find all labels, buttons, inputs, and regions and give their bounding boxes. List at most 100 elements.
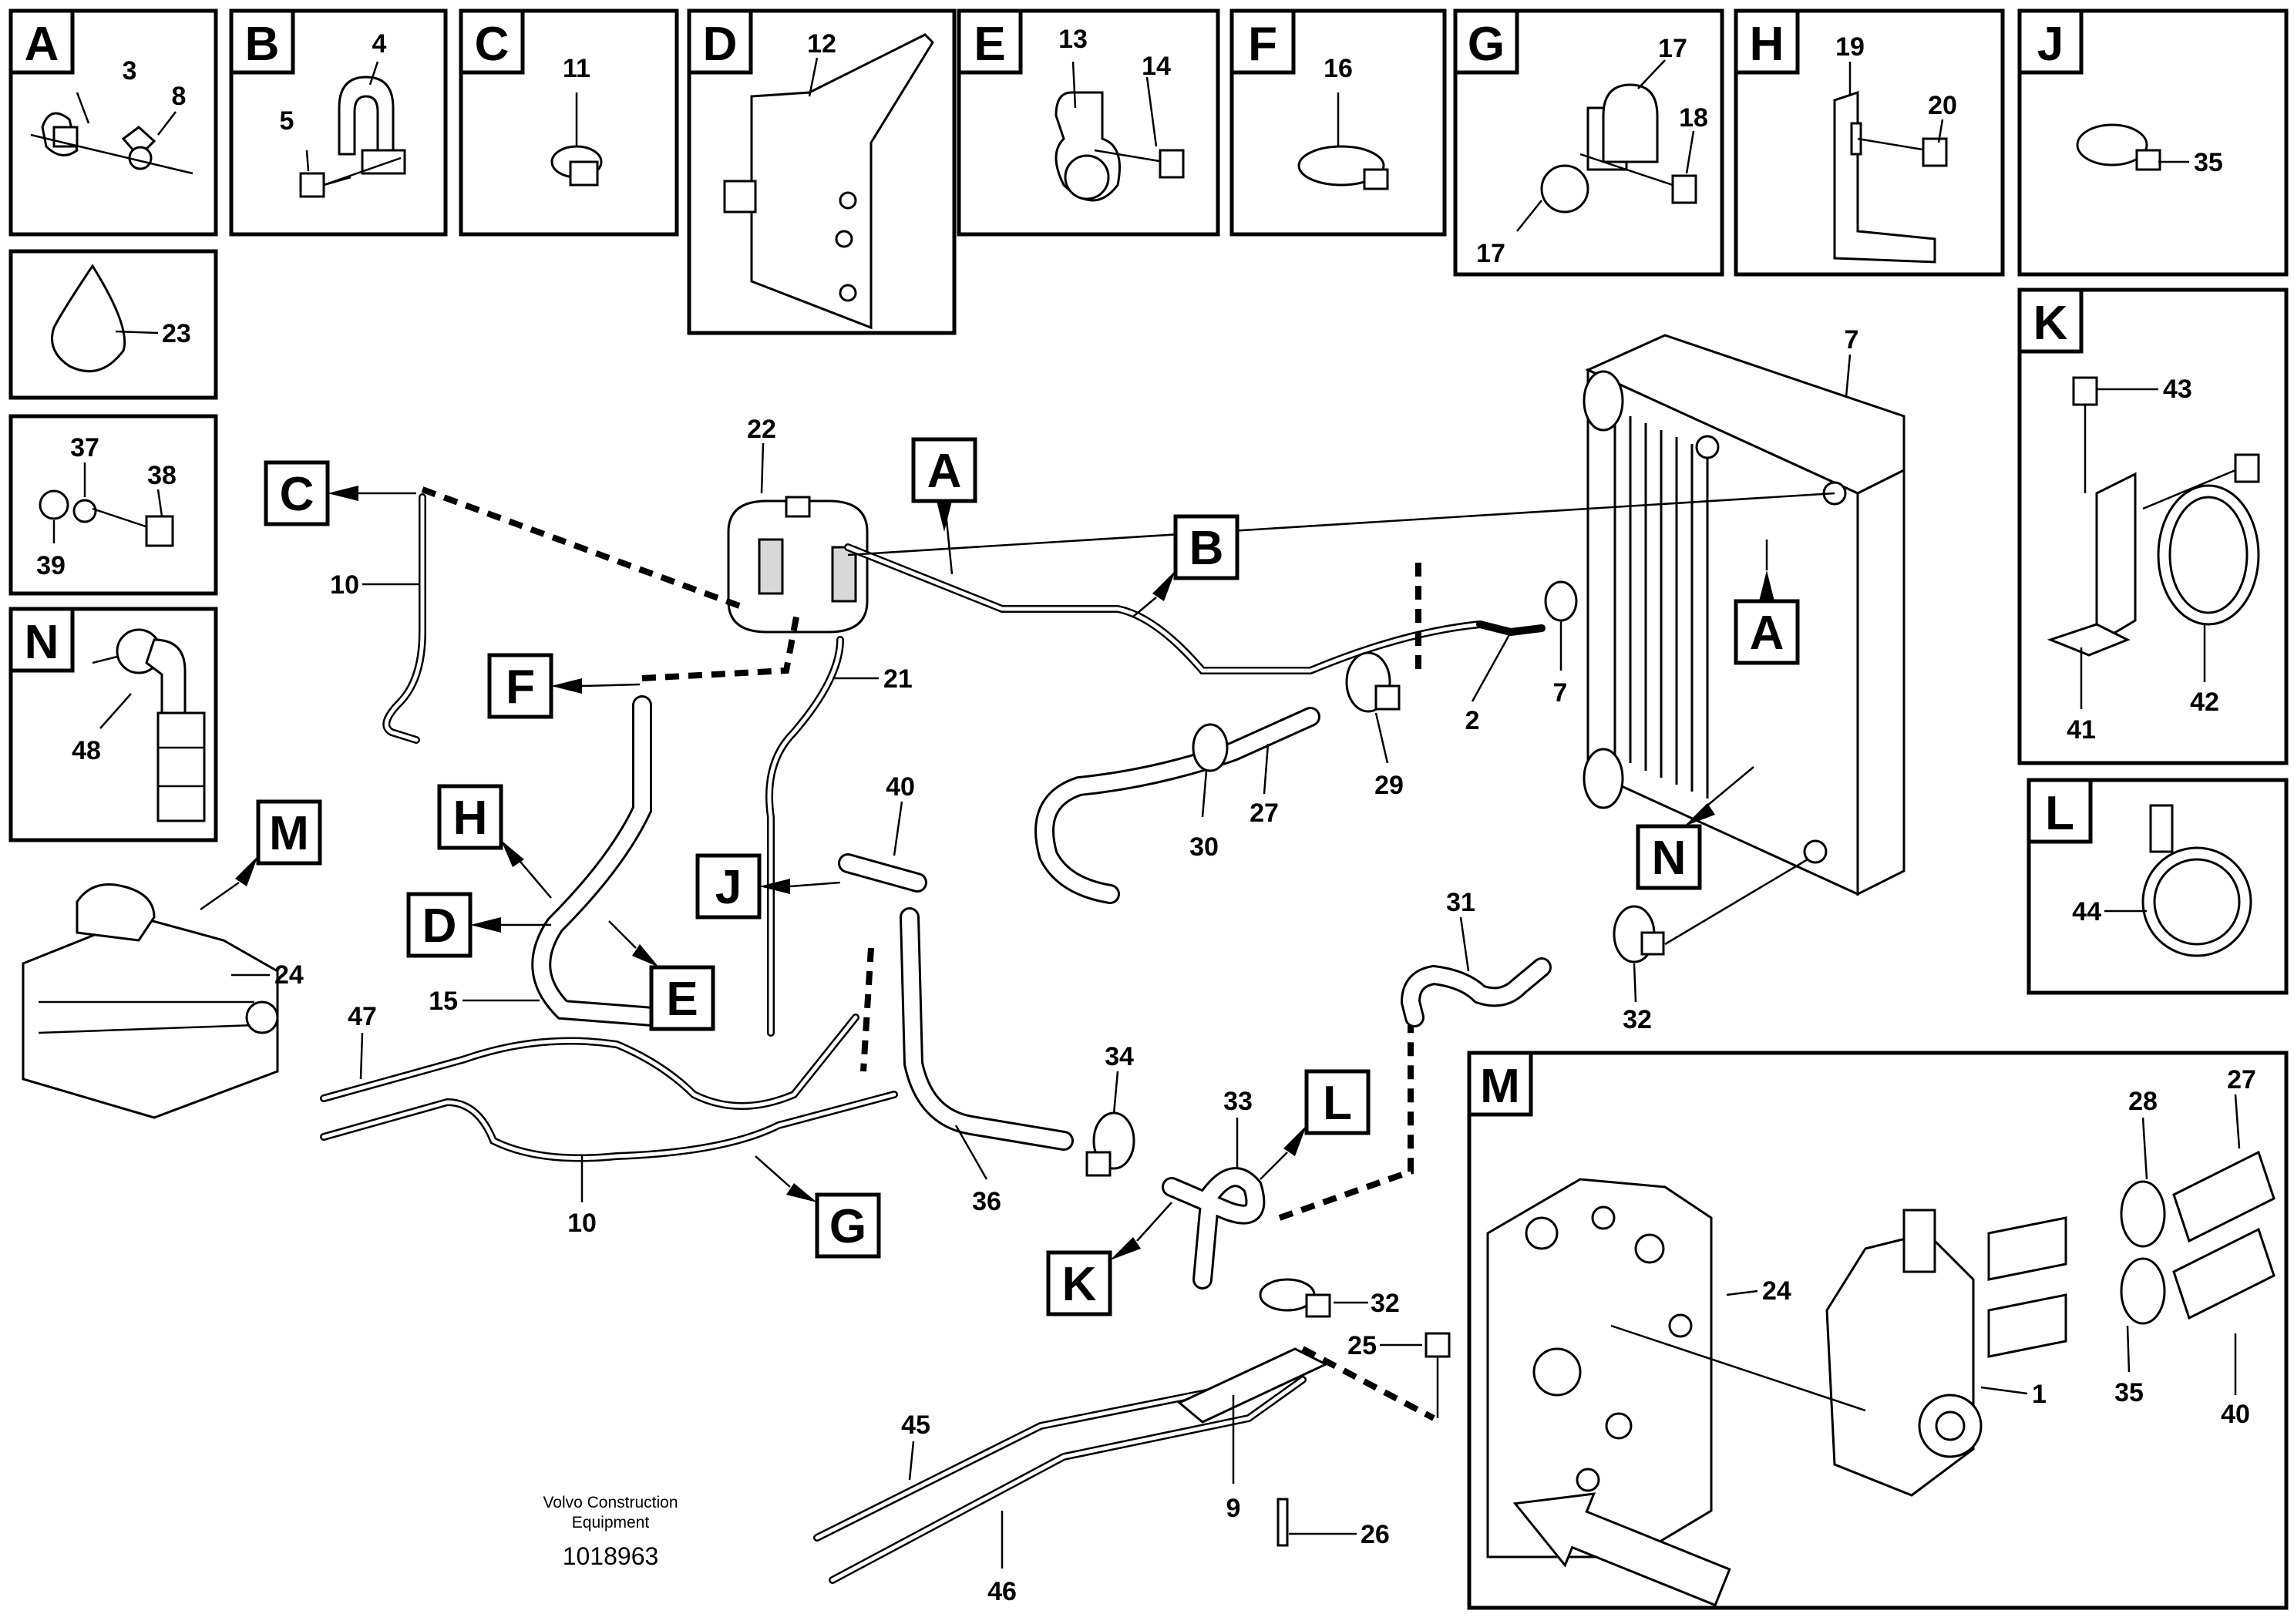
part-number-39: 39 — [36, 551, 66, 580]
radiator-part-icon — [1583, 334, 1906, 896]
callout-d: D — [406, 892, 551, 958]
part-number-33: 33 — [1223, 1087, 1253, 1116]
pin-26-part-icon — [1276, 1498, 1289, 1547]
clamp-30 — [1192, 723, 1229, 772]
part-number-12: 12 — [807, 29, 836, 59]
detail-box-c: C 11 — [459, 8, 679, 237]
callout-c: C — [264, 460, 416, 526]
part-number-28: 28 — [2128, 1087, 2158, 1116]
temperature-sensor-part-icon — [92, 628, 206, 822]
part-number-17: 17 — [1658, 34, 1687, 63]
part-number-8: 8 — [172, 82, 187, 111]
spacer-part-icon — [121, 126, 156, 170]
detail-box-cable-tie: 23 — [8, 249, 218, 400]
clamp-with-bracket-part-icon — [2047, 376, 2260, 657]
part-number-5: 5 — [280, 106, 294, 136]
part-number-27: 27 — [1250, 799, 1279, 828]
part-number-41: 41 — [2067, 715, 2096, 745]
detail-box-m: M — [1467, 1051, 2289, 1610]
detail-box-j: J 35 — [2017, 8, 2289, 277]
p-clip-part-icon — [338, 76, 406, 175]
detail-box-k: K 43 41 42 — [2017, 287, 2289, 765]
part-number-20: 20 — [1928, 91, 1957, 120]
bracket-part-icon — [723, 33, 934, 330]
part-number-42: 42 — [2190, 688, 2219, 717]
hose-21 — [765, 636, 844, 1037]
hose-33 — [1162, 1167, 1266, 1289]
callout-a-letter: A — [927, 445, 962, 498]
part-number-1: 1 — [2032, 1380, 2047, 1409]
callout-m: M — [200, 799, 322, 911]
water-pump-part-icon — [1825, 1209, 2067, 1497]
part-number-38: 38 — [147, 461, 177, 490]
callout-l-letter: L — [1323, 1077, 1352, 1130]
callout-g: G — [755, 1155, 881, 1259]
pipe-part-icon — [2172, 1150, 2276, 1320]
part-number-9: 9 — [1226, 1494, 1241, 1523]
part-number-34: 34 — [1105, 1042, 1134, 1071]
hose-47 — [320, 1014, 859, 1110]
callout-e: E — [608, 920, 715, 1031]
detail-box-f-letter: F — [1248, 18, 1277, 71]
part-number-17b: 17 — [1476, 239, 1505, 268]
part-number-36: 36 — [972, 1187, 1001, 1216]
callout-b: B — [1132, 514, 1240, 617]
part-number-19: 19 — [1835, 32, 1865, 62]
pipe-b — [844, 543, 1484, 674]
callout-h-letter: H — [453, 792, 488, 845]
detail-box-h-letter: H — [1750, 18, 1784, 71]
hose-10-lower — [320, 1091, 898, 1162]
grommet-7 — [1544, 580, 1578, 622]
detail-box-a: A 3 8 — [8, 8, 218, 237]
detail-box-d: D 12 — [687, 8, 957, 335]
leader-a — [847, 492, 1835, 556]
callout-j: J — [695, 853, 841, 920]
part-number-44: 44 — [2072, 897, 2101, 926]
part-number-25: 25 — [1347, 1331, 1377, 1360]
detail-box-b: B 4 5 — [229, 8, 448, 237]
part-number-13: 13 — [1058, 25, 1088, 54]
part-number-10: 10 — [330, 570, 359, 600]
hose-clamp-part-icon — [550, 145, 603, 187]
part-number-24: 24 — [1762, 1276, 1791, 1306]
detail-box-g: G 17 18 17 — [1453, 8, 1724, 277]
detail-box-d-letter: D — [703, 18, 738, 71]
hose-31 — [1400, 957, 1552, 1027]
callout-n: N — [1636, 766, 1754, 890]
part-number-32b: 32 — [1371, 1289, 1400, 1318]
bolt-part-icon — [1579, 153, 1697, 204]
callout-a-radiator: A — [1734, 540, 1800, 665]
direction-arrow-icon — [1512, 1492, 1731, 1607]
hose-10-upper — [382, 493, 426, 744]
part-number-45: 45 — [901, 1410, 930, 1440]
detail-box-e: E 13 14 — [957, 8, 1220, 237]
callout-l: L — [1260, 1069, 1371, 1180]
detail-box-a-letter: A — [25, 18, 59, 71]
callout-e-letter: E — [666, 973, 698, 1026]
detail-box-g-letter: G — [1468, 18, 1505, 71]
part-number-11: 11 — [563, 54, 590, 83]
detail-box-l: L 44 — [2027, 778, 2289, 995]
connector-c — [421, 486, 749, 612]
detail-box-fastener: 37 38 39 — [8, 414, 218, 596]
detail-box-f: F 16 — [1229, 8, 1447, 237]
callout-c-letter: C — [280, 468, 314, 521]
detail-box-h: H 19 20 — [1734, 8, 2005, 277]
engine-thumbnail-part-icon — [22, 883, 279, 1119]
nut-part-icon — [39, 489, 97, 523]
bolt-part-icon — [1857, 137, 1948, 167]
heater-pipes-part-icon — [813, 1347, 1329, 1584]
detail-box-j-letter: J — [2037, 18, 2064, 71]
connector-l — [1278, 1025, 1414, 1221]
part-number-46: 46 — [987, 1577, 1017, 1606]
part-number-30: 30 — [1189, 832, 1219, 862]
part-number-2: 2 — [1465, 706, 1480, 735]
callout-m-letter: M — [269, 807, 309, 860]
engine-block-part-icon — [1486, 1178, 1713, 1558]
part-number-7: 7 — [1553, 678, 1568, 708]
callout-a2-letter: A — [1750, 607, 1784, 660]
hose-36 — [900, 907, 1074, 1151]
bolt-part-icon — [92, 507, 174, 547]
bolt-part-icon — [1094, 149, 1185, 179]
